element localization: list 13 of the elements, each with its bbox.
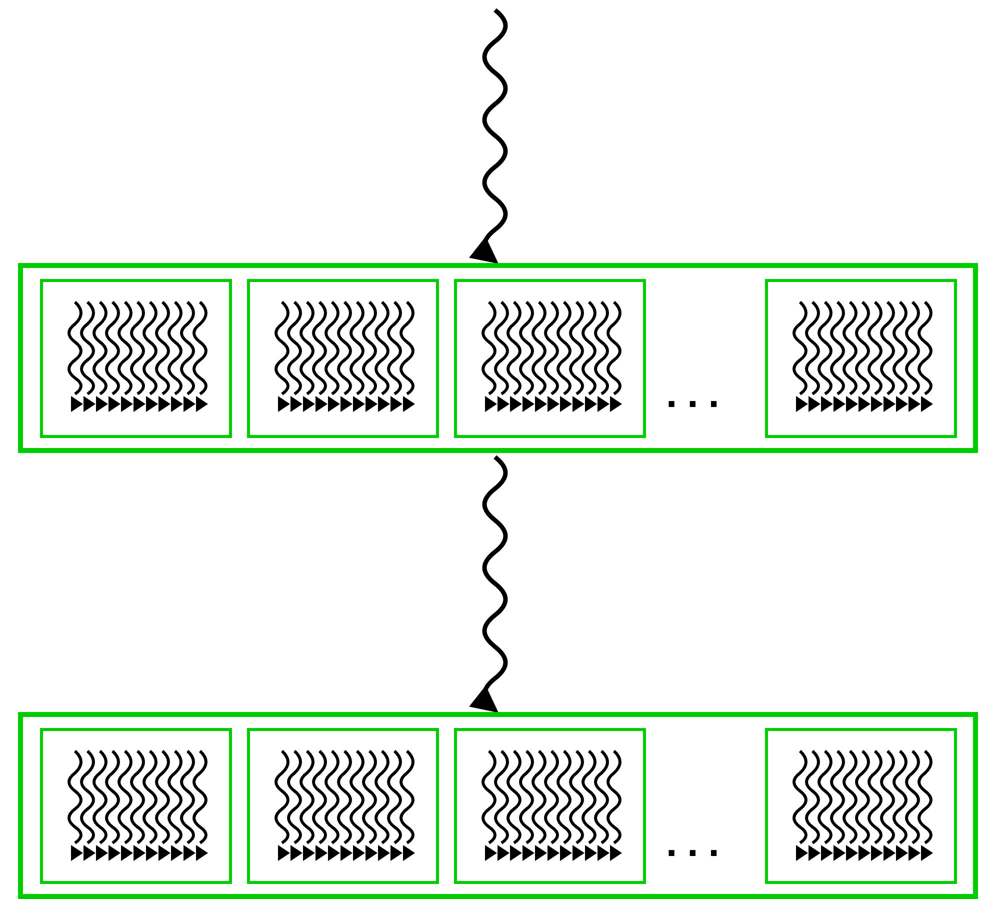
- module-box: [247, 728, 439, 884]
- module-box: [454, 728, 646, 884]
- module-box: [40, 279, 232, 438]
- group-frame: [18, 712, 978, 899]
- module-box: [765, 279, 957, 438]
- group-frame: [18, 263, 978, 453]
- module-box: [247, 279, 439, 438]
- module-box: [40, 728, 232, 884]
- ellipsis-label: ...: [666, 823, 730, 863]
- module-box: [765, 728, 957, 884]
- module-box: [454, 279, 646, 438]
- ellipsis-label: ...: [666, 374, 730, 414]
- wavy-arrow: [469, 8, 508, 264]
